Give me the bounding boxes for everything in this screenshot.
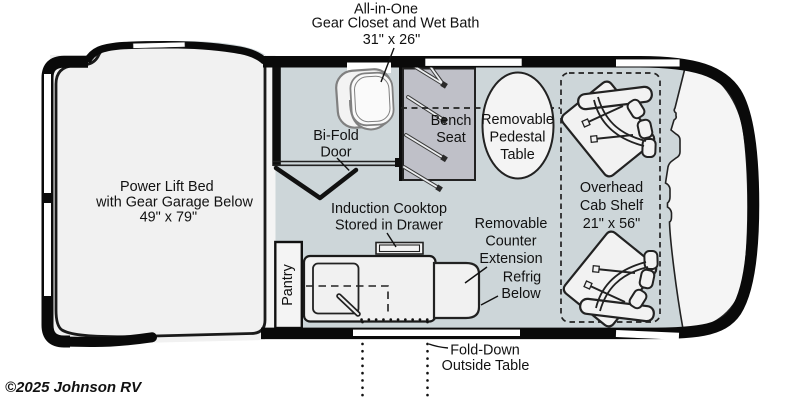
svg-text:49" x 79": 49" x 79" [140, 209, 197, 225]
svg-text:Removable: Removable [481, 112, 554, 128]
svg-text:Counter: Counter [485, 234, 536, 250]
svg-text:21" x 56": 21" x 56" [583, 216, 640, 232]
svg-text:Bi-Fold: Bi-Fold [313, 128, 359, 144]
svg-text:Cab Shelf: Cab Shelf [580, 198, 644, 214]
svg-text:Induction Cooktop: Induction Cooktop [331, 201, 447, 217]
svg-text:Stored in Drawer: Stored in Drawer [335, 218, 443, 234]
svg-text:Overhead: Overhead [580, 180, 643, 196]
svg-text:Fold-Down: Fold-Down [450, 343, 520, 359]
svg-text:©2025 Johnson RV: ©2025 Johnson RV [5, 379, 143, 396]
svg-text:Extension: Extension [479, 251, 542, 267]
svg-text:Removable: Removable [475, 216, 548, 232]
svg-text:Gear Closet and Wet Bath: Gear Closet and Wet Bath [312, 16, 480, 32]
svg-text:All-in-One: All-in-One [354, 2, 418, 18]
svg-text:Below: Below [501, 286, 541, 302]
svg-text:with Gear Garage Below: with Gear Garage Below [95, 194, 253, 210]
svg-text:Pantry: Pantry [280, 263, 296, 305]
svg-text:Power Lift Bed: Power Lift Bed [120, 179, 214, 195]
svg-text:Table: Table [500, 147, 534, 163]
svg-text:Outside Table: Outside Table [442, 358, 530, 374]
svg-text:31" x 26": 31" x 26" [363, 32, 420, 48]
svg-text:Refrig: Refrig [503, 270, 541, 286]
svg-text:Bench: Bench [431, 113, 472, 129]
svg-text:Seat: Seat [436, 130, 466, 146]
svg-text:Pedestal: Pedestal [489, 130, 545, 146]
svg-text:Door: Door [320, 145, 351, 161]
